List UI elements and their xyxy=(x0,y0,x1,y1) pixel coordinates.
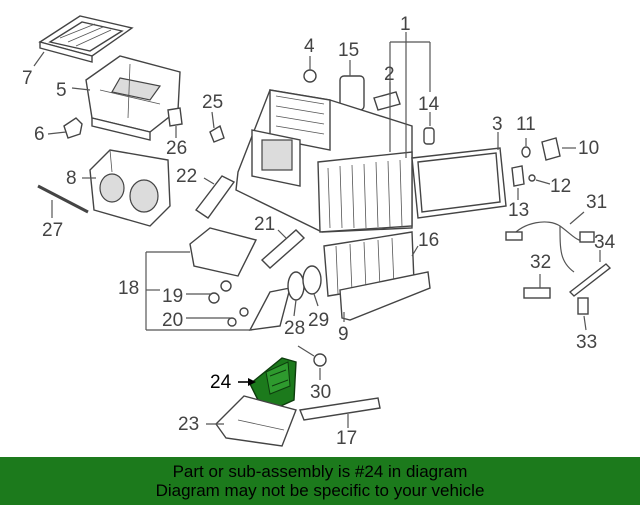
leader-lines xyxy=(33,32,601,428)
part-3-frame xyxy=(411,147,507,219)
part-12-plug xyxy=(528,174,536,182)
part-6-bracket xyxy=(63,117,83,139)
part-17-strip xyxy=(299,397,381,421)
callout-10: 10 xyxy=(578,138,599,159)
exploded-parts-diagram: 1 2 3 4 5 6 7 8 9 10 11 12 13 14 15 16 1… xyxy=(22,14,616,449)
part-29-seal xyxy=(302,265,322,295)
callout-13: 13 xyxy=(508,200,529,221)
part-26-fastener xyxy=(167,107,183,127)
callout-17: 17 xyxy=(336,428,357,449)
callout-34: 34 xyxy=(594,232,616,253)
callout-21: 21 xyxy=(254,214,275,235)
callout-20: 20 xyxy=(162,310,183,331)
callout-12: 12 xyxy=(550,176,571,197)
callout-27: 27 xyxy=(42,220,63,241)
part-9-cover xyxy=(339,271,431,321)
callout-5: 5 xyxy=(56,80,67,101)
callout-19: 19 xyxy=(162,286,183,307)
part-31-harness xyxy=(505,221,595,273)
part-25-fastener xyxy=(209,124,225,143)
callout-14: 14 xyxy=(418,94,440,115)
callout-29: 29 xyxy=(308,310,329,331)
callout-33: 33 xyxy=(576,332,597,353)
part-8-lower-case xyxy=(89,149,171,227)
part-20-grommet-a xyxy=(239,307,249,317)
part-11-oring xyxy=(521,146,531,158)
callout-26: 26 xyxy=(166,138,187,159)
callout-23: 23 xyxy=(178,414,199,435)
callout-3: 3 xyxy=(492,114,503,135)
part-30-valve xyxy=(297,345,327,367)
callout-24: 24 xyxy=(210,372,232,393)
callout-25: 25 xyxy=(202,92,223,113)
callout-4: 4 xyxy=(304,36,315,57)
callout-9: 9 xyxy=(338,324,349,345)
part-14-clip xyxy=(423,127,435,145)
callout-1: 1 xyxy=(400,14,411,35)
main-housing xyxy=(235,89,413,233)
part-13-clip xyxy=(511,165,525,187)
part-21-duct xyxy=(260,229,306,269)
part-28-seal xyxy=(287,271,305,301)
part-23-tray xyxy=(215,395,297,447)
callout-18: 18 xyxy=(118,278,139,299)
disclaimer-banner: Part or sub-assembly is #24 in diagram D… xyxy=(0,457,640,505)
callout-22: 22 xyxy=(176,166,197,187)
part-4-screw xyxy=(303,56,317,83)
callout-11: 11 xyxy=(516,114,536,135)
part-19-grommet-a xyxy=(220,280,232,292)
part-10-sensor xyxy=(541,137,561,161)
callout-labels: 1 2 3 4 5 6 7 8 9 10 11 12 13 14 15 16 1… xyxy=(22,14,616,449)
callout-7: 7 xyxy=(22,68,33,89)
callout-32: 32 xyxy=(530,252,551,273)
callout-16: 16 xyxy=(418,230,439,251)
callout-6: 6 xyxy=(34,124,45,145)
part-20-grommet-b xyxy=(227,317,237,327)
part-33-sensor xyxy=(577,297,589,315)
part-24-highlighted xyxy=(249,357,297,411)
callout-8: 8 xyxy=(66,168,77,189)
part-34-actuator xyxy=(568,263,612,297)
callout-31: 31 xyxy=(586,192,607,213)
part-2-plate xyxy=(373,91,401,111)
banner-line-1: Part or sub-assembly is #24 in diagram xyxy=(172,462,468,481)
part-32-connector xyxy=(523,287,551,299)
callout-30: 30 xyxy=(310,382,331,403)
part-22-duct xyxy=(194,175,236,219)
callout-15: 15 xyxy=(338,40,359,61)
part-27-rod xyxy=(37,184,89,214)
part-19-grommet-b xyxy=(208,292,220,304)
part-18-filter xyxy=(189,227,258,277)
callout-2: 2 xyxy=(384,64,395,85)
part-5-upper-housing xyxy=(85,55,181,141)
banner-line-2: Diagram may not be specific to your vehi… xyxy=(155,481,485,500)
callout-28: 28 xyxy=(284,318,305,339)
part-7-filter-frame xyxy=(38,15,134,63)
